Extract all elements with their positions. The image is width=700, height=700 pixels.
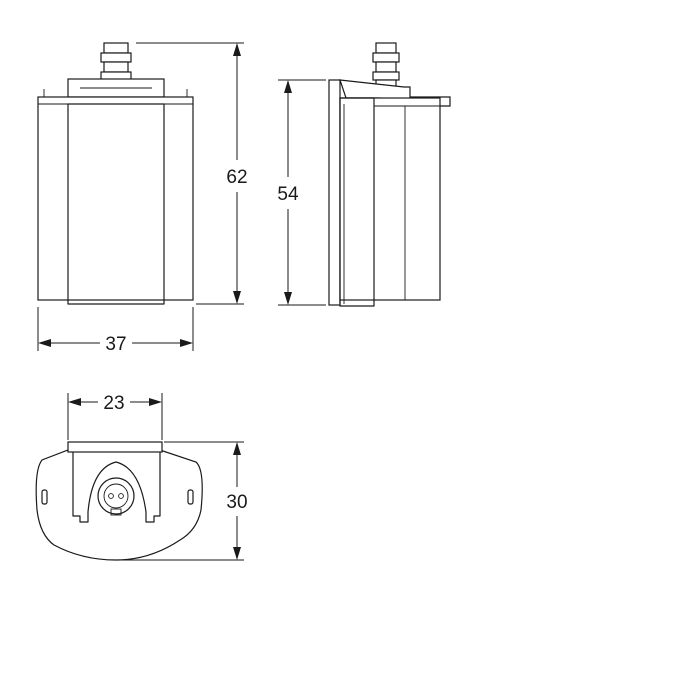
bottom-view: 23 30: [35, 393, 248, 561]
bottom-view-top-rim: [67, 441, 163, 453]
bottom-view-left-boss: [41, 489, 48, 505]
side-view-height-dimension: 54: [277, 79, 326, 306]
front-view-width-dimension: 37: [37, 307, 194, 355]
side-view-hose-barb: [372, 42, 400, 89]
side-view-body: [339, 97, 441, 307]
front-height-label: 62: [226, 167, 247, 188]
front-view-body: [37, 89, 194, 305]
bottom-inner-width-label: 23: [103, 393, 124, 414]
front-width-label: 37: [105, 334, 126, 355]
bottom-view-inner-width-dimension: 23: [67, 393, 163, 440]
side-height-label: 54: [277, 184, 299, 205]
side-view: 54: [277, 42, 451, 307]
bottom-view-depth-dimension: 30: [118, 441, 248, 561]
bottom-depth-label: 30: [226, 492, 247, 513]
side-view-back-plate: [328, 79, 341, 306]
front-view-top-cap: [67, 78, 165, 98]
front-view-height-dimension: 62: [136, 42, 248, 305]
bottom-view-outlet: [97, 477, 135, 516]
bottom-view-right-boss: [187, 489, 194, 505]
front-view: 62 37: [37, 42, 248, 355]
bottom-view-inner-channel: [72, 452, 161, 523]
